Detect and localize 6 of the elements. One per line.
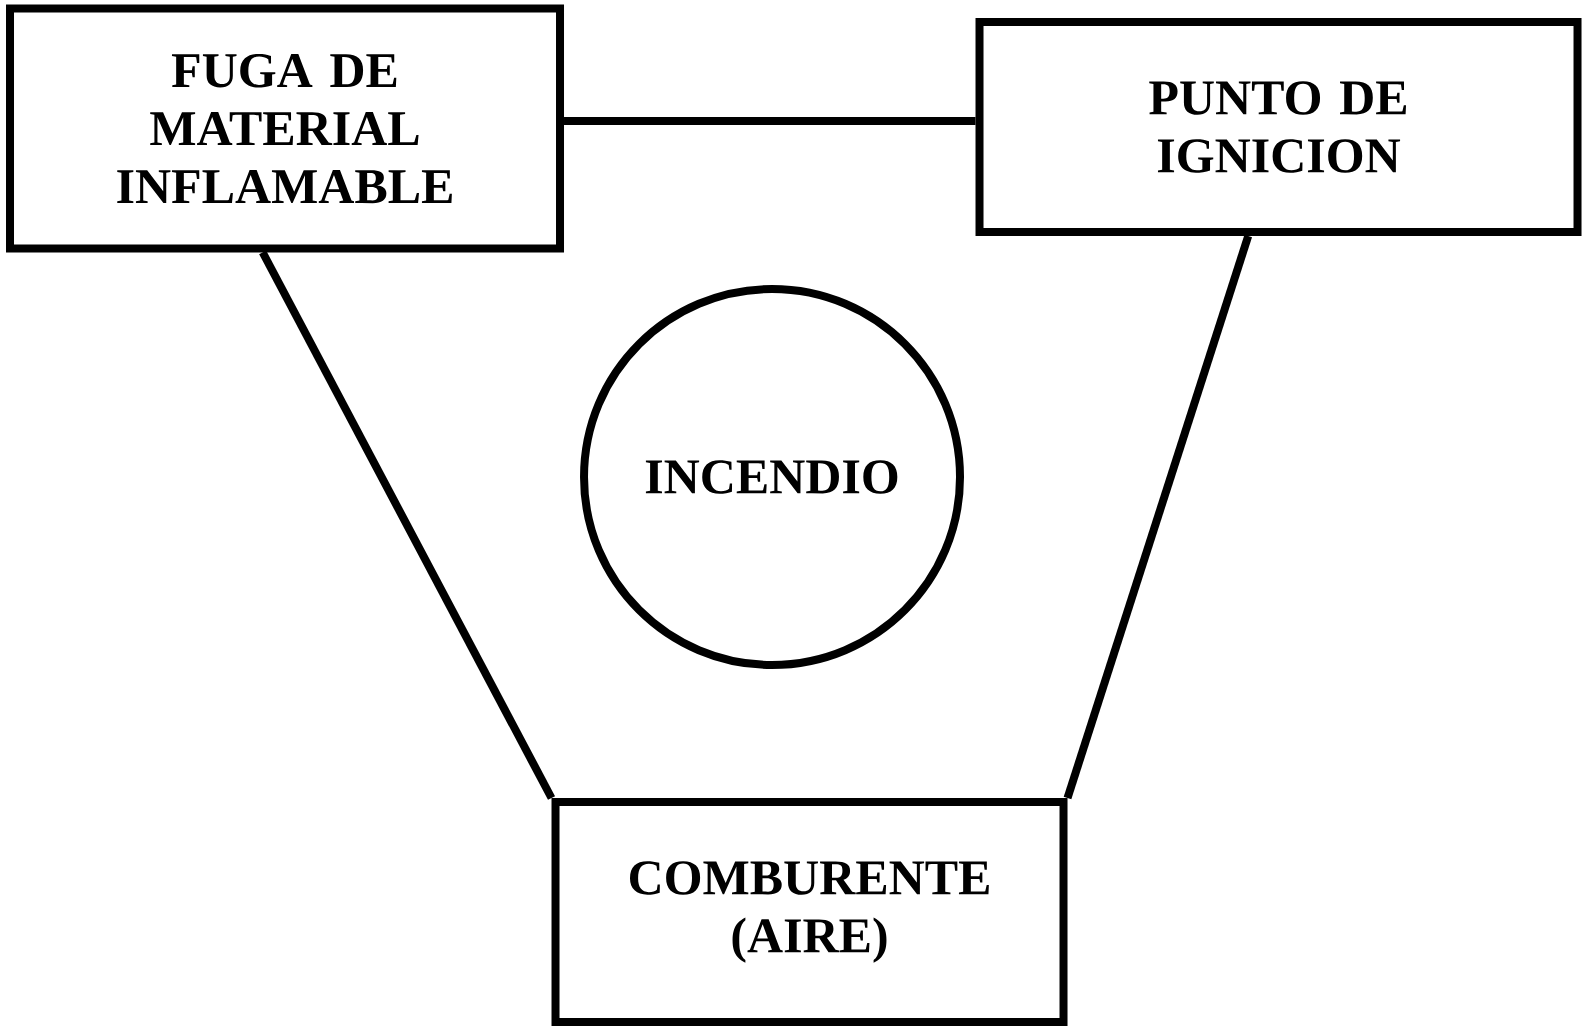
text-box: FUGA DE MATERIAL INFLAMABLE: [6, 4, 564, 253]
text-box: COMBURENTE (AIRE): [551, 798, 1068, 1026]
circle-node: INCENDIO: [580, 285, 964, 669]
connector-line: [259, 250, 556, 800]
connector-line: [1063, 234, 1253, 800]
text-box: PUNTO DE IGNICION: [975, 18, 1582, 236]
